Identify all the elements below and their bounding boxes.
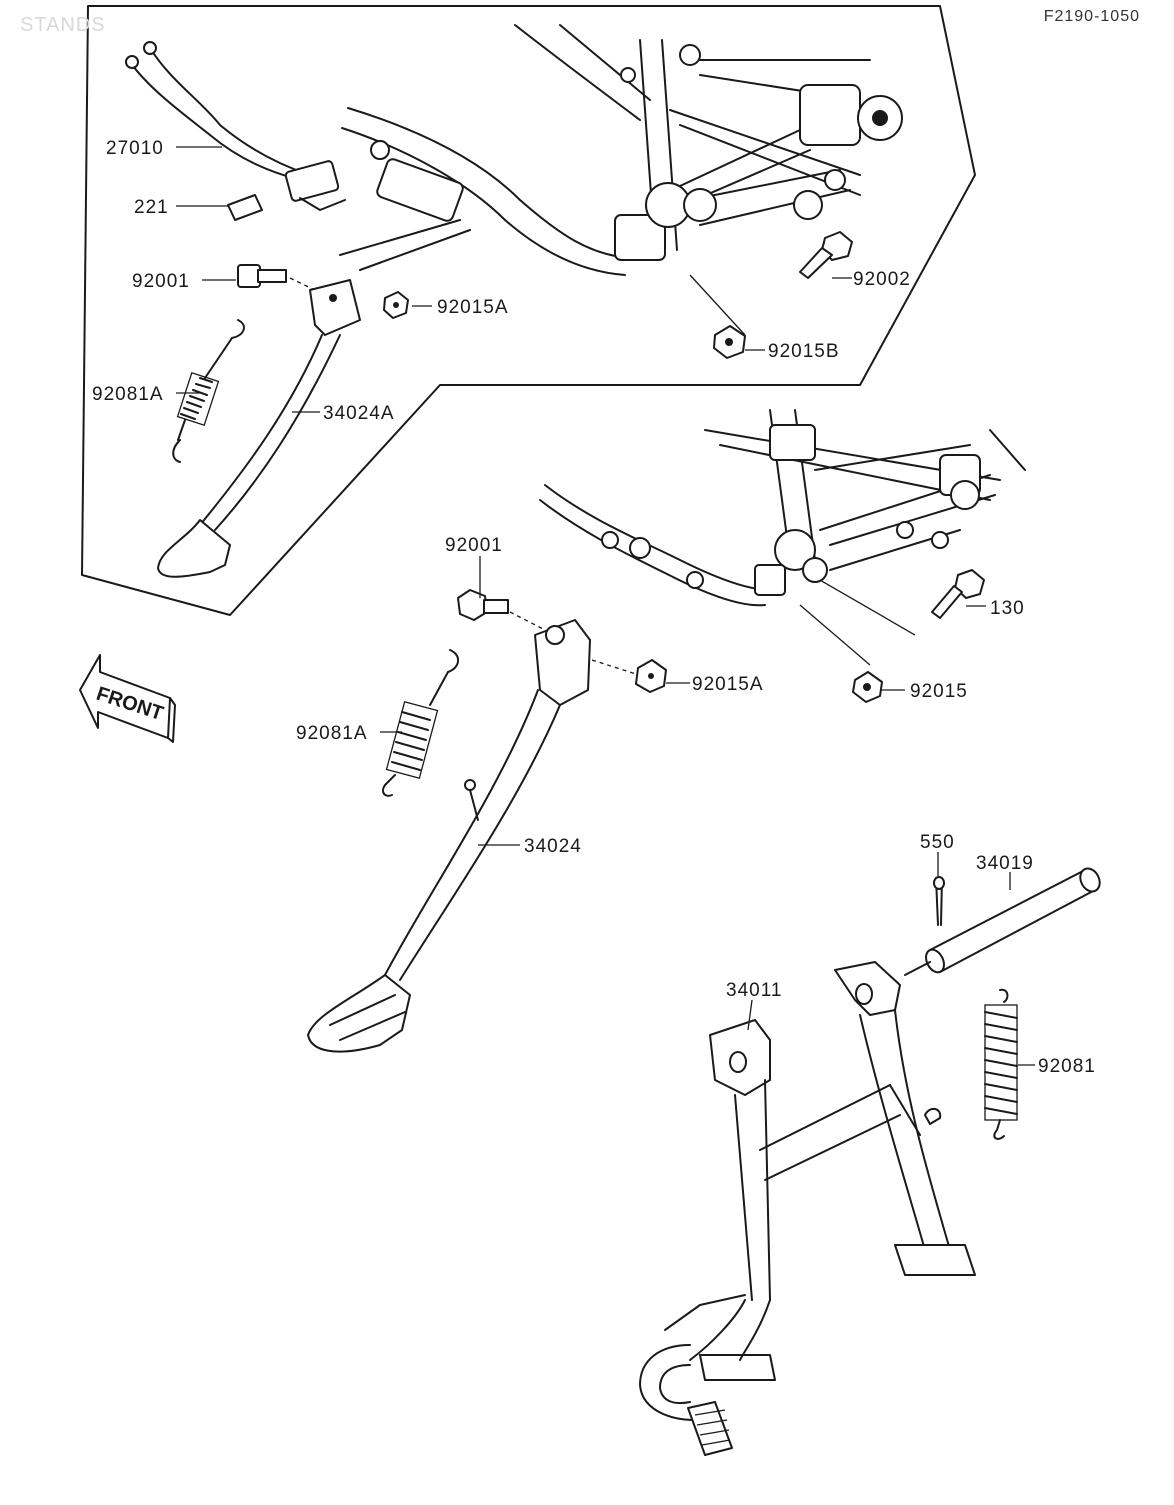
callout-main-nut-a: 92015A	[692, 674, 764, 695]
center-shaft-part	[904, 867, 1101, 976]
main-bolt-part	[457, 589, 546, 631]
callout-inset-spring: 92081A	[92, 384, 164, 405]
callout-cotter-pin: 550	[920, 832, 955, 853]
inset-stand-part	[157, 219, 471, 578]
main-nut-part	[799, 604, 883, 703]
inset-border	[81, 5, 976, 616]
inset-spring-part	[172, 319, 245, 463]
callout-inset-switch: 221	[134, 197, 169, 218]
center-spring-part	[984, 988, 1018, 1140]
inset-harness-part	[125, 41, 340, 202]
callout-center-stand: 34011	[726, 980, 782, 1001]
main-nut-a-part	[591, 659, 667, 693]
callout-inset-stand: 34024A	[323, 403, 395, 424]
callout-center-spring: 92081	[1038, 1056, 1096, 1077]
callout-inset-nut-a: 92015A	[437, 297, 509, 318]
leader-lines	[176, 146, 1035, 1066]
callout-inset-frame-bolt: 92002	[853, 269, 911, 290]
front-arrow-icon: FRONT	[79, 654, 176, 743]
inset-nut-b-part	[689, 274, 746, 359]
center-stand-part	[639, 961, 976, 1456]
callout-center-shaft: 34019	[976, 853, 1034, 874]
main-frame	[539, 409, 1026, 607]
inset-switch-part	[227, 194, 346, 221]
callout-main-nut: 92015	[910, 681, 968, 702]
callout-main-stand: 34024	[524, 836, 582, 857]
callout-labels: 27010 221 92001 92015A 92081A 34024A 920…	[92, 138, 1096, 1077]
inset-frame-bolt-part	[799, 231, 853, 279]
inset-frame	[341, 24, 903, 276]
callout-main-frame-bolt: 130	[990, 598, 1025, 619]
diagram-title: STANDS	[20, 14, 106, 36]
callout-main-bolt: 92001	[445, 535, 503, 556]
callout-inset-bolt: 92001	[132, 271, 190, 292]
inset-nut-a-part	[383, 291, 409, 319]
callout-inset-nut-b: 92015B	[768, 341, 840, 362]
cotter-pin-part	[933, 876, 945, 926]
main-spring-part	[382, 649, 459, 797]
callout-inset-harness: 27010	[106, 138, 164, 159]
callout-main-spring: 92081A	[296, 723, 368, 744]
diagram-code: F2190-1050	[1043, 8, 1140, 25]
main-stand-part	[307, 619, 591, 1053]
main-frame-bolt-part	[819, 569, 985, 636]
